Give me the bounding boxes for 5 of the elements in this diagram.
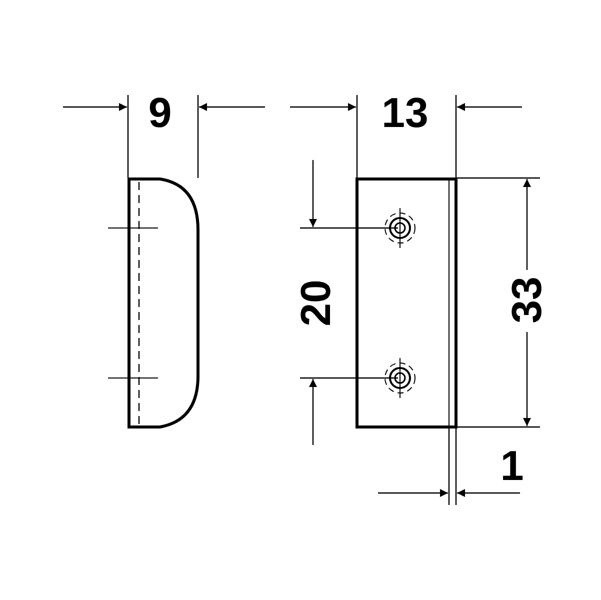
dimension-label: 13 (382, 92, 428, 134)
dimension-label: 1 (500, 445, 524, 487)
dimension-label: 33 (506, 276, 548, 324)
dimension-label: 20 (295, 280, 337, 326)
dimension-label: 9 (148, 92, 172, 134)
